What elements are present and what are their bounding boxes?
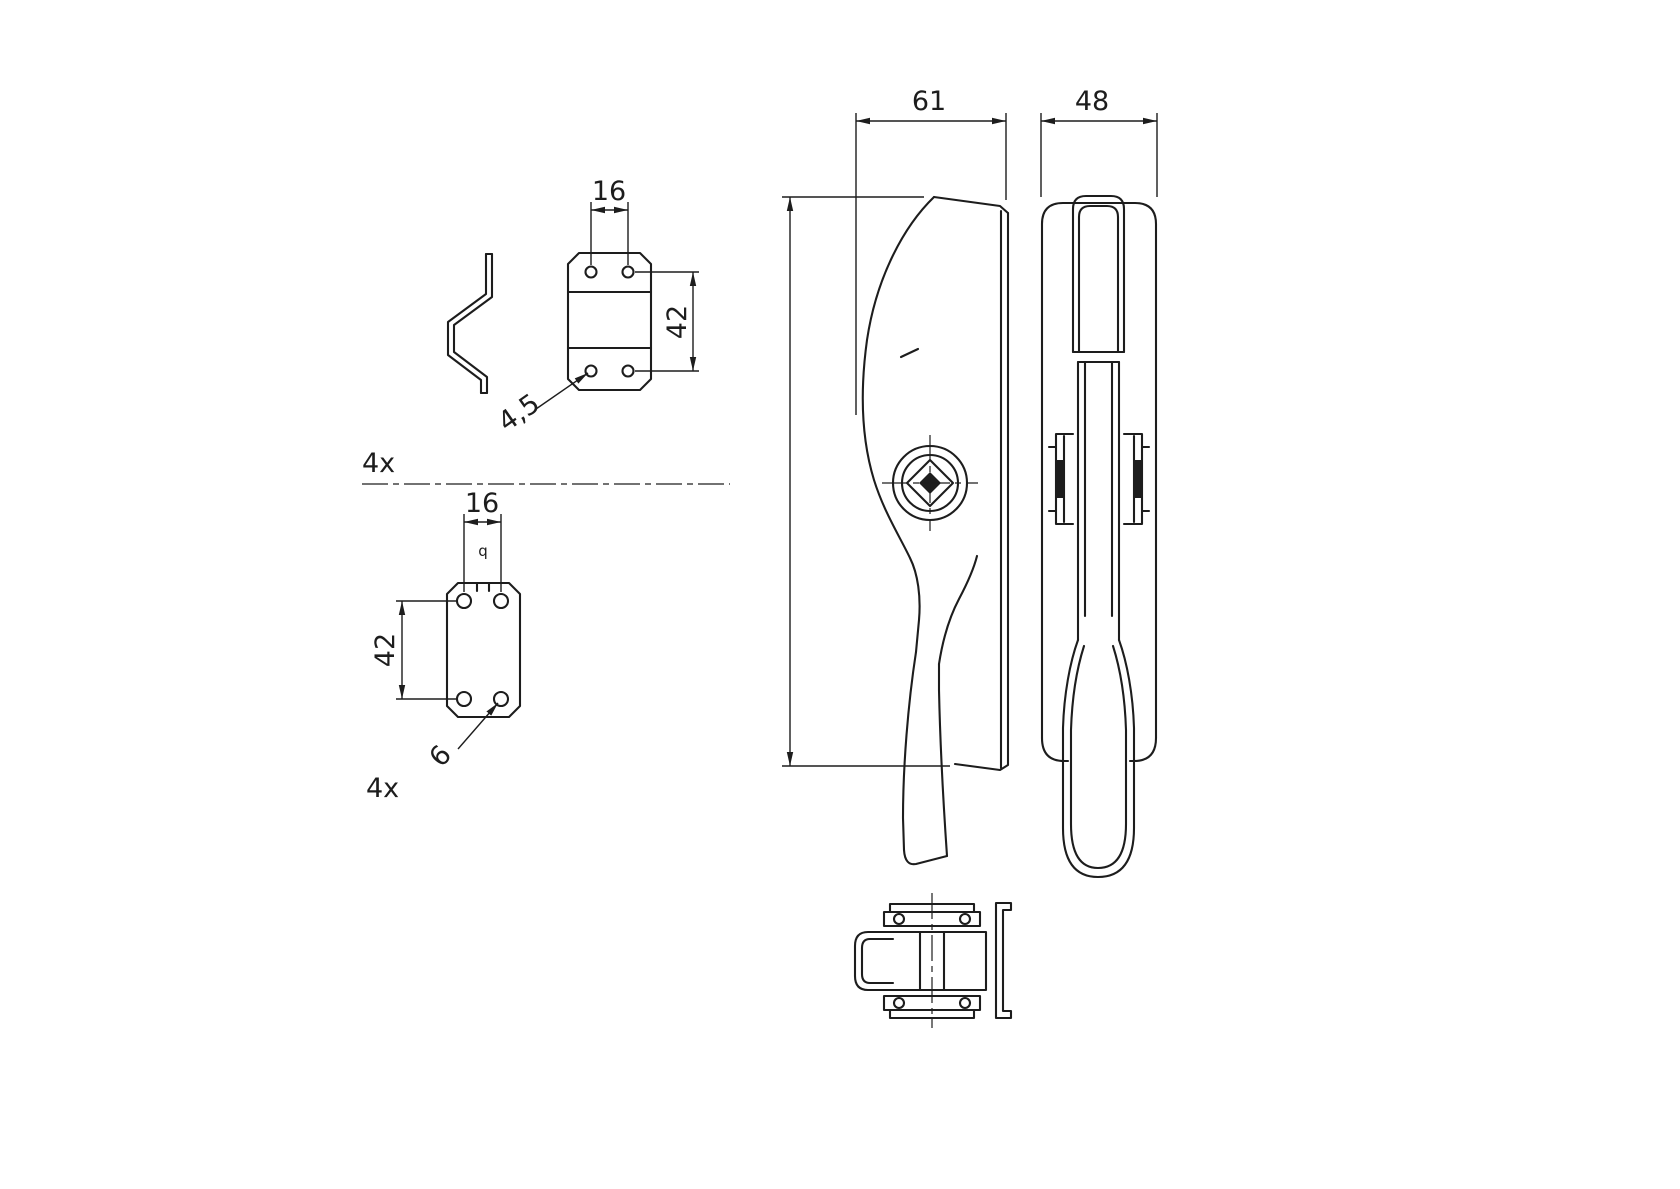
side-handle-s-curve	[861, 195, 936, 654]
side-curve-break-tick	[899, 347, 920, 359]
z-bracket-inner-line	[446, 252, 488, 395]
latch-bottom-section-view	[853, 893, 1013, 1028]
dim-42-bottom-label: 42	[370, 633, 401, 667]
dim-42-top-label: 42	[662, 305, 693, 339]
extension-lines	[782, 196, 950, 767]
bottom-plate-hole	[492, 690, 510, 708]
extension-lines	[396, 600, 456, 700]
dim-42-top: 42	[635, 271, 699, 372]
bottom-plate-hole	[455, 690, 473, 708]
side-rosette-centerlines	[882, 435, 978, 531]
dim-4-5-label: 4,5	[493, 388, 546, 438]
dim-61-label: 61	[912, 86, 946, 117]
z-bracket-profile-view	[446, 252, 494, 395]
section-body	[891, 930, 988, 992]
small-marker-label: q	[478, 542, 488, 560]
side-top-edge	[932, 195, 1010, 215]
section-left-hook-inner	[860, 937, 895, 985]
side-lever-shoulder	[937, 554, 979, 666]
front-left-clip-spring	[1057, 460, 1064, 498]
latch-front-view	[1040, 194, 1158, 879]
section-left-hook-outer	[853, 930, 895, 992]
front-handle-neck	[1076, 360, 1121, 642]
leader-hole-dia-bottom: 6	[423, 702, 499, 774]
front-handle-head-inner	[1077, 204, 1120, 354]
dim-48: 48	[1040, 86, 1158, 197]
extension-lines	[590, 202, 629, 265]
latch-side-view	[861, 195, 1010, 866]
section-bottom-plate-stack	[882, 994, 982, 1020]
top-plate-hole	[584, 265, 598, 279]
bottom-plate-outline	[445, 581, 522, 719]
extension-lines	[855, 113, 1007, 415]
front-handle-head-outer	[1071, 194, 1126, 354]
dim-42-bottom: 42	[370, 600, 456, 700]
section-washer	[958, 912, 972, 926]
front-grip-outer	[1061, 638, 1136, 879]
top-mounting-plate-view	[566, 251, 653, 392]
section-top-plate-stack	[882, 902, 982, 928]
qty-4x-top-label: 4x	[362, 448, 395, 479]
bottom-mounting-plate-view	[445, 581, 522, 719]
side-lever-left-edge	[901, 650, 918, 852]
side-lever-right-edge	[937, 662, 949, 858]
front-right-clip-spring	[1134, 460, 1141, 498]
section-washer	[958, 996, 972, 1010]
dim-16-bottom-label: 16	[465, 488, 499, 519]
extension-lines	[463, 514, 502, 592]
extension-lines	[1040, 113, 1158, 197]
section-right-bracket	[994, 901, 1013, 1020]
dim-48-label: 48	[1075, 86, 1109, 117]
front-grip-inner	[1069, 644, 1128, 870]
bottom-plate-hole	[492, 592, 510, 610]
dim-16-top: 16	[590, 176, 629, 265]
dim-height-side	[782, 196, 950, 767]
top-plate-hole	[584, 364, 598, 378]
front-backplate-outline	[1040, 201, 1158, 740]
top-plate-hole	[621, 265, 635, 279]
leader-hole-dia-top: 4,5	[493, 372, 589, 438]
top-plate-hole	[621, 364, 635, 378]
z-bracket-end-caps	[479, 252, 494, 395]
side-lever-tip	[902, 848, 949, 866]
dim-61: 61	[855, 86, 1007, 415]
z-bracket-outer-line	[452, 252, 494, 395]
top-plate-band-lines	[566, 290, 653, 350]
leader-line	[457, 702, 499, 750]
leader-line	[535, 372, 589, 410]
bottom-plate-notches	[475, 581, 491, 593]
bottom-plate-hole	[455, 592, 473, 610]
dim-16-top-label: 16	[592, 176, 626, 207]
front-handle-joint-lines	[1071, 350, 1126, 364]
dim-16-bottom: 16	[463, 488, 502, 592]
top-plate-outline	[566, 251, 653, 392]
side-backplate-right-edge	[953, 211, 1010, 772]
qty-4x-bottom-label: 4x	[366, 773, 399, 804]
section-washer	[892, 912, 906, 926]
extension-lines	[635, 271, 699, 372]
side-square-drive-diamond	[905, 458, 955, 508]
dim-6-label: 6	[423, 740, 458, 774]
section-washer	[892, 996, 906, 1010]
front-backplate-bottom-left	[1040, 736, 1070, 763]
